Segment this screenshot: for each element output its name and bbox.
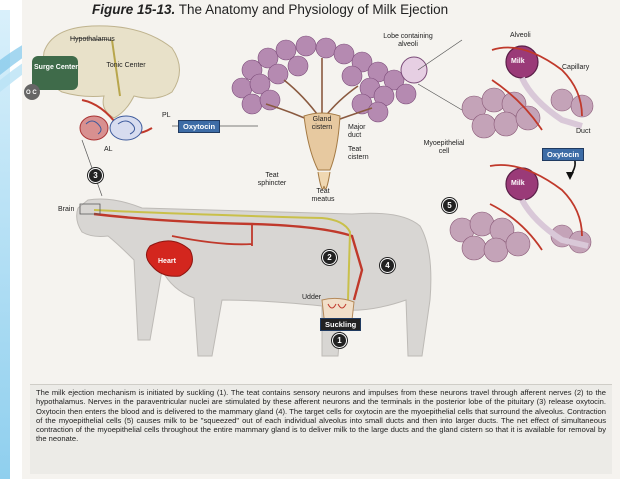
label-lobe-alveoli: Lobe containing alveoli [383,33,433,48]
oxytocin-tag-right: Oxytocin [542,148,585,161]
label-teat-sphincter: Teat sphincter [257,172,287,187]
figure-panel: Figure 15-13. The Anatomy and Physiology… [22,0,620,479]
label-udder: Udder [302,294,322,301]
step-3-badge: 3 [88,168,103,183]
oxytocin-tag-left: Oxytocin [178,120,221,133]
alveoli-top-illustration [461,45,594,139]
label-milk-bottom: Milk [511,180,525,187]
figure-title: Figure 15-13. The Anatomy and Physiology… [92,2,448,17]
label-teat-meatus: Teat meatus [311,188,335,203]
label-milk-top: Milk [511,58,525,65]
mammary-gland-illustration [231,35,428,190]
label-brain: Brain [58,206,75,213]
label-myoepithelial-cell: Myoepithelial cell [423,140,465,155]
label-al: AL [104,146,113,153]
label-tonic-center: Tonic Center [106,62,146,69]
label-pl: PL [162,112,171,119]
figure-number: Figure 15-13. [92,2,176,17]
label-alveoli: Alveoli [510,32,531,39]
anterior-lobe [79,115,109,141]
label-gland-cistern: Gland cistern [311,116,333,131]
step-1-badge: 1 [332,333,347,348]
surge-center-box [32,56,78,90]
suckling-tag: Suckling [320,318,362,331]
label-teat-cistern: Teat cistern [348,146,369,161]
step-4-badge: 4 [380,258,395,273]
label-capillary: Capillary [562,64,590,71]
posterior-lobe [109,115,143,141]
cow-illustration [76,198,432,357]
milk-ejection-diagram [24,25,594,357]
label-oc: O C [26,90,37,96]
heart-shape [146,240,193,277]
step-2-badge: 2 [322,250,337,265]
label-surge-center: Surge Center [34,64,78,71]
label-duct: Duct [576,128,591,135]
step-5-badge: 5 [442,198,457,213]
slide-accent-bar [0,10,10,479]
label-heart: Heart [158,258,176,265]
figure-title-text: The Anatomy and Physiology of Milk Eject… [178,2,449,17]
brain-illustration [24,25,180,141]
label-hypothalamus: Hypothalamus [70,36,115,43]
label-major-duct: Major duct [348,124,366,139]
figure-caption-text: The milk ejection mechanism is initiated… [36,388,606,444]
figure-caption-box: The milk ejection mechanism is initiated… [30,384,612,474]
alveoli-bottom-illustration [449,164,592,263]
